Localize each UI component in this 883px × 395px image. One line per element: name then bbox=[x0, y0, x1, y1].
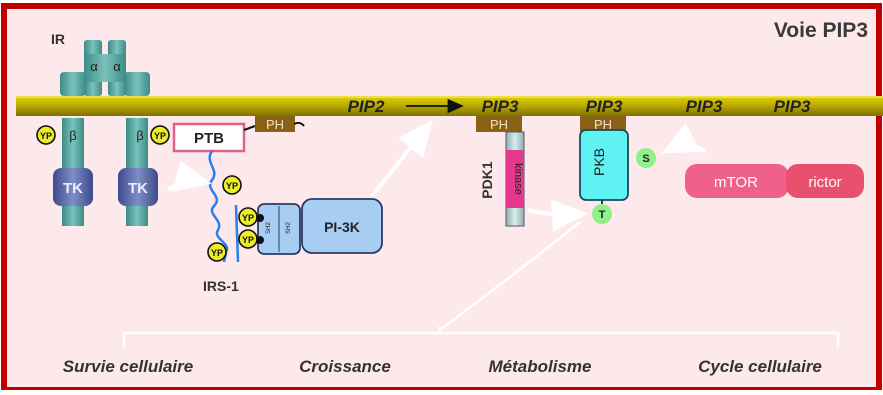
svg-text:YP: YP bbox=[211, 248, 223, 258]
pip3-label-4: PIP3 bbox=[774, 97, 811, 116]
kinase-label: kinase bbox=[512, 163, 524, 195]
outcome-cycle: Cycle cellulaire bbox=[698, 357, 822, 376]
outcome-metabolisme: Métabolisme bbox=[489, 357, 592, 376]
ptb-label: PTB bbox=[194, 130, 224, 147]
site-t-label: T bbox=[599, 209, 606, 221]
beta-right-label: β bbox=[136, 128, 143, 143]
svg-text:YP: YP bbox=[226, 181, 238, 191]
yp-badge-irs-2: YP bbox=[239, 208, 257, 226]
yp-badge-irs-3: YP bbox=[239, 230, 257, 248]
irs1-label: IRS-1 bbox=[203, 278, 239, 294]
rictor-label: rictor bbox=[808, 174, 841, 191]
tk-left-label: TK bbox=[63, 180, 83, 197]
pi3k-label: PI-3K bbox=[324, 219, 360, 235]
yp-badge-irs-4: YP bbox=[208, 243, 226, 261]
site-s-label: S bbox=[642, 153, 649, 165]
sh2-label-2: SH2 bbox=[286, 222, 292, 234]
alpha-right-label: α bbox=[113, 59, 121, 74]
pip3-label-2: PIP3 bbox=[586, 97, 623, 116]
sh2-label-1: SH2 bbox=[266, 222, 272, 234]
outcome-survie: Survie cellulaire bbox=[63, 357, 193, 376]
diagram-title: Voie PIP3 bbox=[774, 19, 868, 42]
svg-text:YP: YP bbox=[40, 131, 52, 141]
tk-right-label: TK bbox=[128, 180, 148, 197]
pdk1-label: PDK1 bbox=[479, 161, 495, 199]
pkb-label: PKB bbox=[591, 148, 607, 176]
alpha-left-label: α bbox=[90, 59, 98, 74]
pip2-label: PIP2 bbox=[348, 97, 385, 116]
pip3-label-1: PIP3 bbox=[482, 97, 519, 116]
mtor-label: mTOR bbox=[714, 174, 758, 191]
svg-text:YP: YP bbox=[242, 213, 254, 223]
yp-badge-irs-1: YP bbox=[223, 176, 241, 194]
beta-left-label: β bbox=[69, 128, 76, 143]
svg-text:YP: YP bbox=[154, 131, 166, 141]
ph-label-irs: PH bbox=[266, 117, 284, 132]
yp-badge-beta-right: YP bbox=[151, 126, 169, 144]
ph-label-pdk1: PH bbox=[490, 117, 508, 132]
yp-badge-beta-left: YP bbox=[37, 126, 55, 144]
receptor-label: IR bbox=[51, 31, 65, 47]
svg-text:YP: YP bbox=[242, 235, 254, 245]
pip3-label-3: PIP3 bbox=[686, 97, 723, 116]
outcome-croissance: Croissance bbox=[299, 357, 391, 376]
